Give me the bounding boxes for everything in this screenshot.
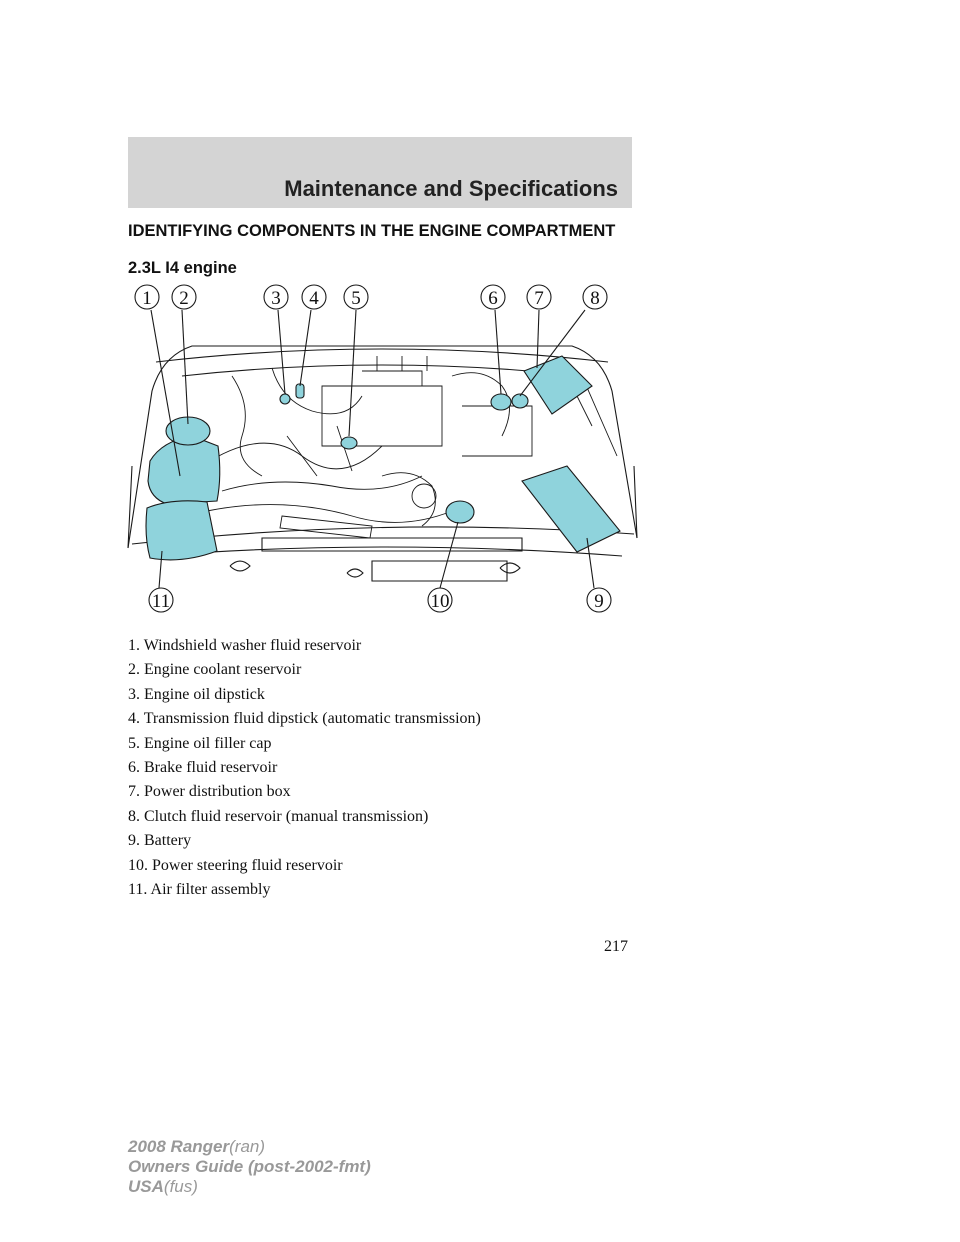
callout-4: 4 <box>309 288 319 309</box>
footer-market: USA <box>128 1177 164 1196</box>
air-filter-shape <box>146 501 217 560</box>
oil-filler-cap-shape <box>341 437 357 449</box>
legend-item: 2. Engine coolant reservoir <box>128 658 481 682</box>
callout-9: 9 <box>594 591 604 612</box>
footer-model: 2008 Ranger <box>128 1137 229 1156</box>
section-heading: IDENTIFYING COMPONENTS IN THE ENGINE COM… <box>128 222 615 241</box>
callout-5: 5 <box>351 288 361 309</box>
callout-1: 1 <box>142 288 152 309</box>
legend-item: 6. Brake fluid reservoir <box>128 756 481 780</box>
legend-item: 10. Power steering fluid reservoir <box>128 854 481 878</box>
callout-3: 3 <box>271 288 281 309</box>
clutch-reservoir-shape <box>512 394 528 408</box>
trans-dipstick-shape <box>296 384 304 398</box>
callout-11: 11 <box>152 591 170 612</box>
callout-2: 2 <box>179 288 189 309</box>
page-number: 217 <box>604 938 628 956</box>
callout-8: 8 <box>590 288 600 309</box>
legend-item: 11. Air filter assembly <box>128 878 481 902</box>
legend-item: 9. Battery <box>128 829 481 853</box>
header-title: Maintenance and Specifications <box>284 176 618 202</box>
callout-10: 10 <box>431 591 450 612</box>
header-band: Maintenance and Specifications <box>128 137 632 208</box>
footer-market-code: (fus) <box>164 1177 198 1196</box>
washer-reservoir-shape <box>148 436 220 504</box>
battery-shape <box>522 466 620 552</box>
footer-guide: Owners Guide (post-2002-fmt) <box>128 1157 371 1176</box>
document-footer: 2008 Ranger(ran) Owners Guide (post-2002… <box>128 1137 371 1197</box>
callout-6: 6 <box>488 288 498 309</box>
footer-model-code: (ran) <box>229 1137 265 1156</box>
legend-item: 7. Power distribution box <box>128 780 481 804</box>
component-legend: 1. Windshield washer fluid reservoir 2. … <box>128 634 481 902</box>
power-steering-reservoir-shape <box>446 501 474 523</box>
engine-compartment-diagram: 1 2 3 4 5 6 7 8 11 10 9 <box>122 276 642 618</box>
brake-reservoir-shape <box>491 394 511 410</box>
oil-dipstick-shape <box>280 394 290 404</box>
legend-item: 1. Windshield washer fluid reservoir <box>128 634 481 658</box>
legend-item: 8. Clutch fluid reservoir (manual transm… <box>128 805 481 829</box>
legend-item: 4. Transmission fluid dipstick (automati… <box>128 707 481 731</box>
legend-item: 3. Engine oil dipstick <box>128 683 481 707</box>
legend-item: 5. Engine oil filler cap <box>128 732 481 756</box>
callout-7: 7 <box>534 288 544 309</box>
